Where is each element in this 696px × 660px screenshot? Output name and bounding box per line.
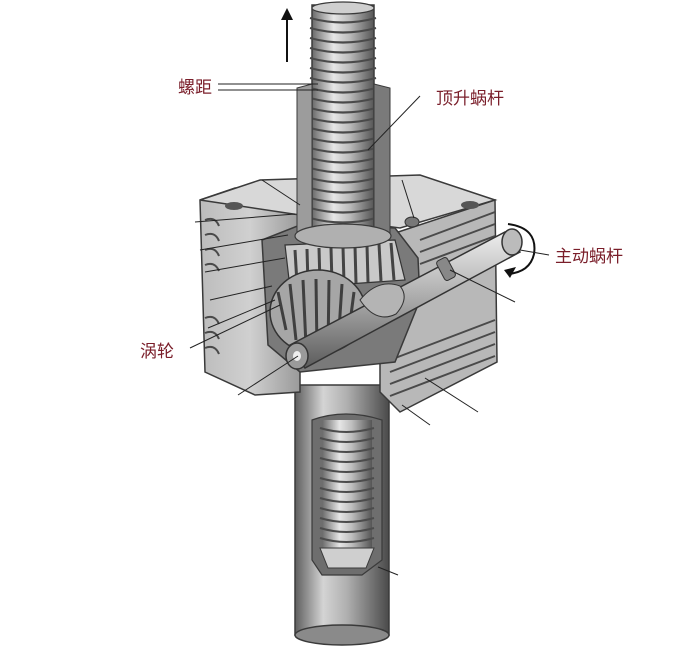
cooling-fins-left (204, 217, 220, 355)
grease-fitting (404, 216, 420, 228)
labels: 螺距 顶升蜗杆 主动蜗杆 涡轮 (140, 78, 623, 362)
arrow-up-icon (281, 8, 293, 62)
leader-lines (189, 83, 550, 576)
housing-cutaway (261, 224, 523, 373)
mounting-hole (461, 201, 479, 209)
cooling-fins-right (389, 211, 496, 397)
drive-worm-shaft (285, 228, 523, 370)
inner-screw-threads (319, 420, 375, 569)
lifting-screw (294, 1, 392, 249)
label-pitch: 螺距 (178, 78, 212, 98)
mounting-hole (225, 202, 243, 210)
label-drive-worm: 主动蜗杆 (555, 247, 623, 267)
rotation-arrow-icon (504, 223, 536, 278)
protective-tube (294, 384, 390, 646)
label-lifting-screw: 顶升蜗杆 (436, 89, 504, 109)
label-worm-wheel: 涡轮 (140, 342, 174, 362)
